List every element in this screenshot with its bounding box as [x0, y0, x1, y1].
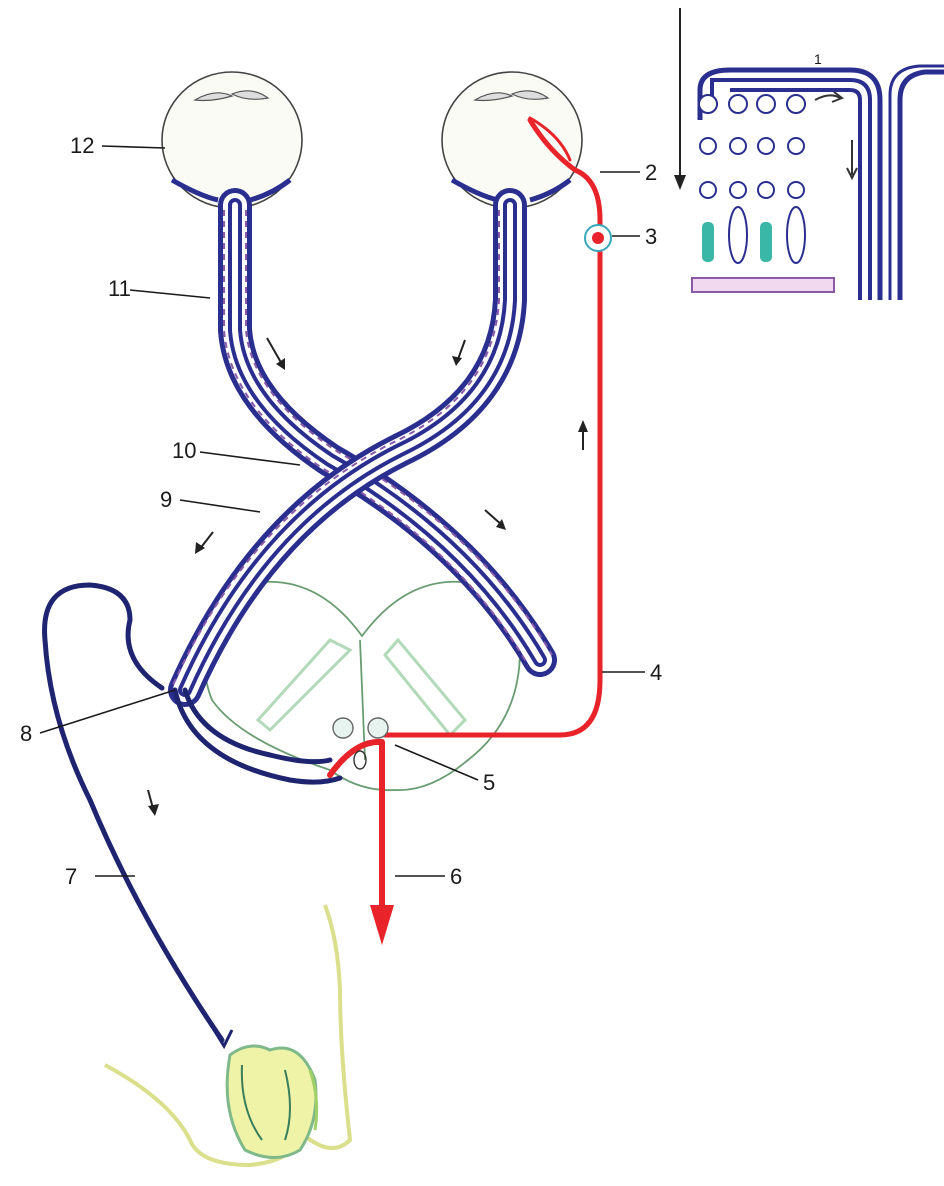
label-6: 6: [450, 864, 462, 889]
label-10: 10: [172, 438, 196, 463]
red-arrowhead: [370, 905, 394, 945]
right-eyeball: [442, 72, 582, 208]
label-8: 8: [20, 721, 32, 746]
label-5: 5: [483, 770, 495, 795]
inset-receptor-detail: [692, 66, 944, 300]
label-4: 4: [650, 660, 662, 685]
left-eyeball: [162, 72, 302, 208]
afferent-fiber-lower: [175, 690, 340, 782]
pigment-layer: [692, 278, 834, 292]
label-3: 3: [645, 224, 657, 249]
receptor-column-1: [699, 95, 717, 262]
receptor-column-4: [787, 95, 805, 263]
label-7: 7: [65, 864, 77, 889]
label-11: 11: [108, 276, 131, 301]
label-1: 1: [814, 51, 822, 67]
label-2: 2: [645, 160, 657, 185]
receptor-column-2: [729, 95, 747, 263]
label-9: 9: [160, 487, 172, 512]
label-12: 12: [70, 133, 94, 158]
receptor-column-3: [757, 95, 775, 262]
muscle-spindle: [105, 905, 350, 1165]
afferent-fiber-to-cord: [185, 690, 330, 762]
light-arrow: [674, 8, 686, 190]
leader-lines: [40, 146, 645, 876]
spinal-cord-section: [204, 582, 520, 790]
ganglion-3-core: [592, 232, 604, 244]
